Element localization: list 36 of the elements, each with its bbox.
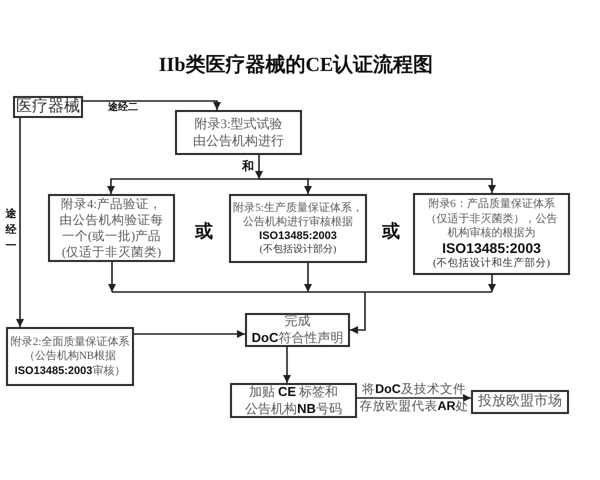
process-box [230,383,357,418]
arrow [107,178,259,194]
arrow [108,262,116,292]
end-box [471,390,569,414]
step-text: 投放欧盟市场 [477,393,563,411]
step-text: 附录4:产品验证，由公告机构验证每一个(或一批)产品(仅适于非灭菌类) [60,196,164,260]
process-box [6,327,134,386]
arrow [259,178,496,193]
arrow [304,263,312,292]
arrow [16,118,24,327]
step-text: 完成DoC符合性声明 [250,313,344,347]
route-label: 途经一 [5,206,17,254]
step-text: 附录2:全面质量保证体系（公告机构NB根据ISO13485:2003审核） [10,335,130,378]
arrow [357,394,471,402]
route-label: 途经二 [108,102,138,113]
edge-label: 将DoC及技术文件存放欧盟代表AR处 [358,381,470,415]
process-box [413,193,570,275]
title: IIb类医疗器械的CE认证流程图 [158,53,434,77]
arrow [283,347,291,383]
or-label: 或 [195,222,213,242]
arrow [83,100,221,110]
process-box [48,194,175,262]
step-text: 附录3:型式试验由公告机构进行 [192,116,285,150]
step-text: 附录6：产品质量保证体系（仅适于非灭菌类），公告机构审核的根据为ISO13485:2003 [424,197,558,256]
arrow [111,291,493,334]
edge-label: 和 [242,160,254,174]
arrow [134,330,245,338]
step-text: 附录5:生产质量保证体系，公告机构进行审核根据ISO13485:2003 [232,200,364,243]
process-box [175,110,302,155]
arrow [255,155,263,179]
step-text: 医疗器械 [15,96,81,117]
process-box [229,194,367,263]
arrow [488,275,496,292]
note-text: (不包括设计部分) [258,244,338,256]
note-text: (不包括设计和生产部分) [432,257,551,271]
or-label: 或 [382,222,400,242]
